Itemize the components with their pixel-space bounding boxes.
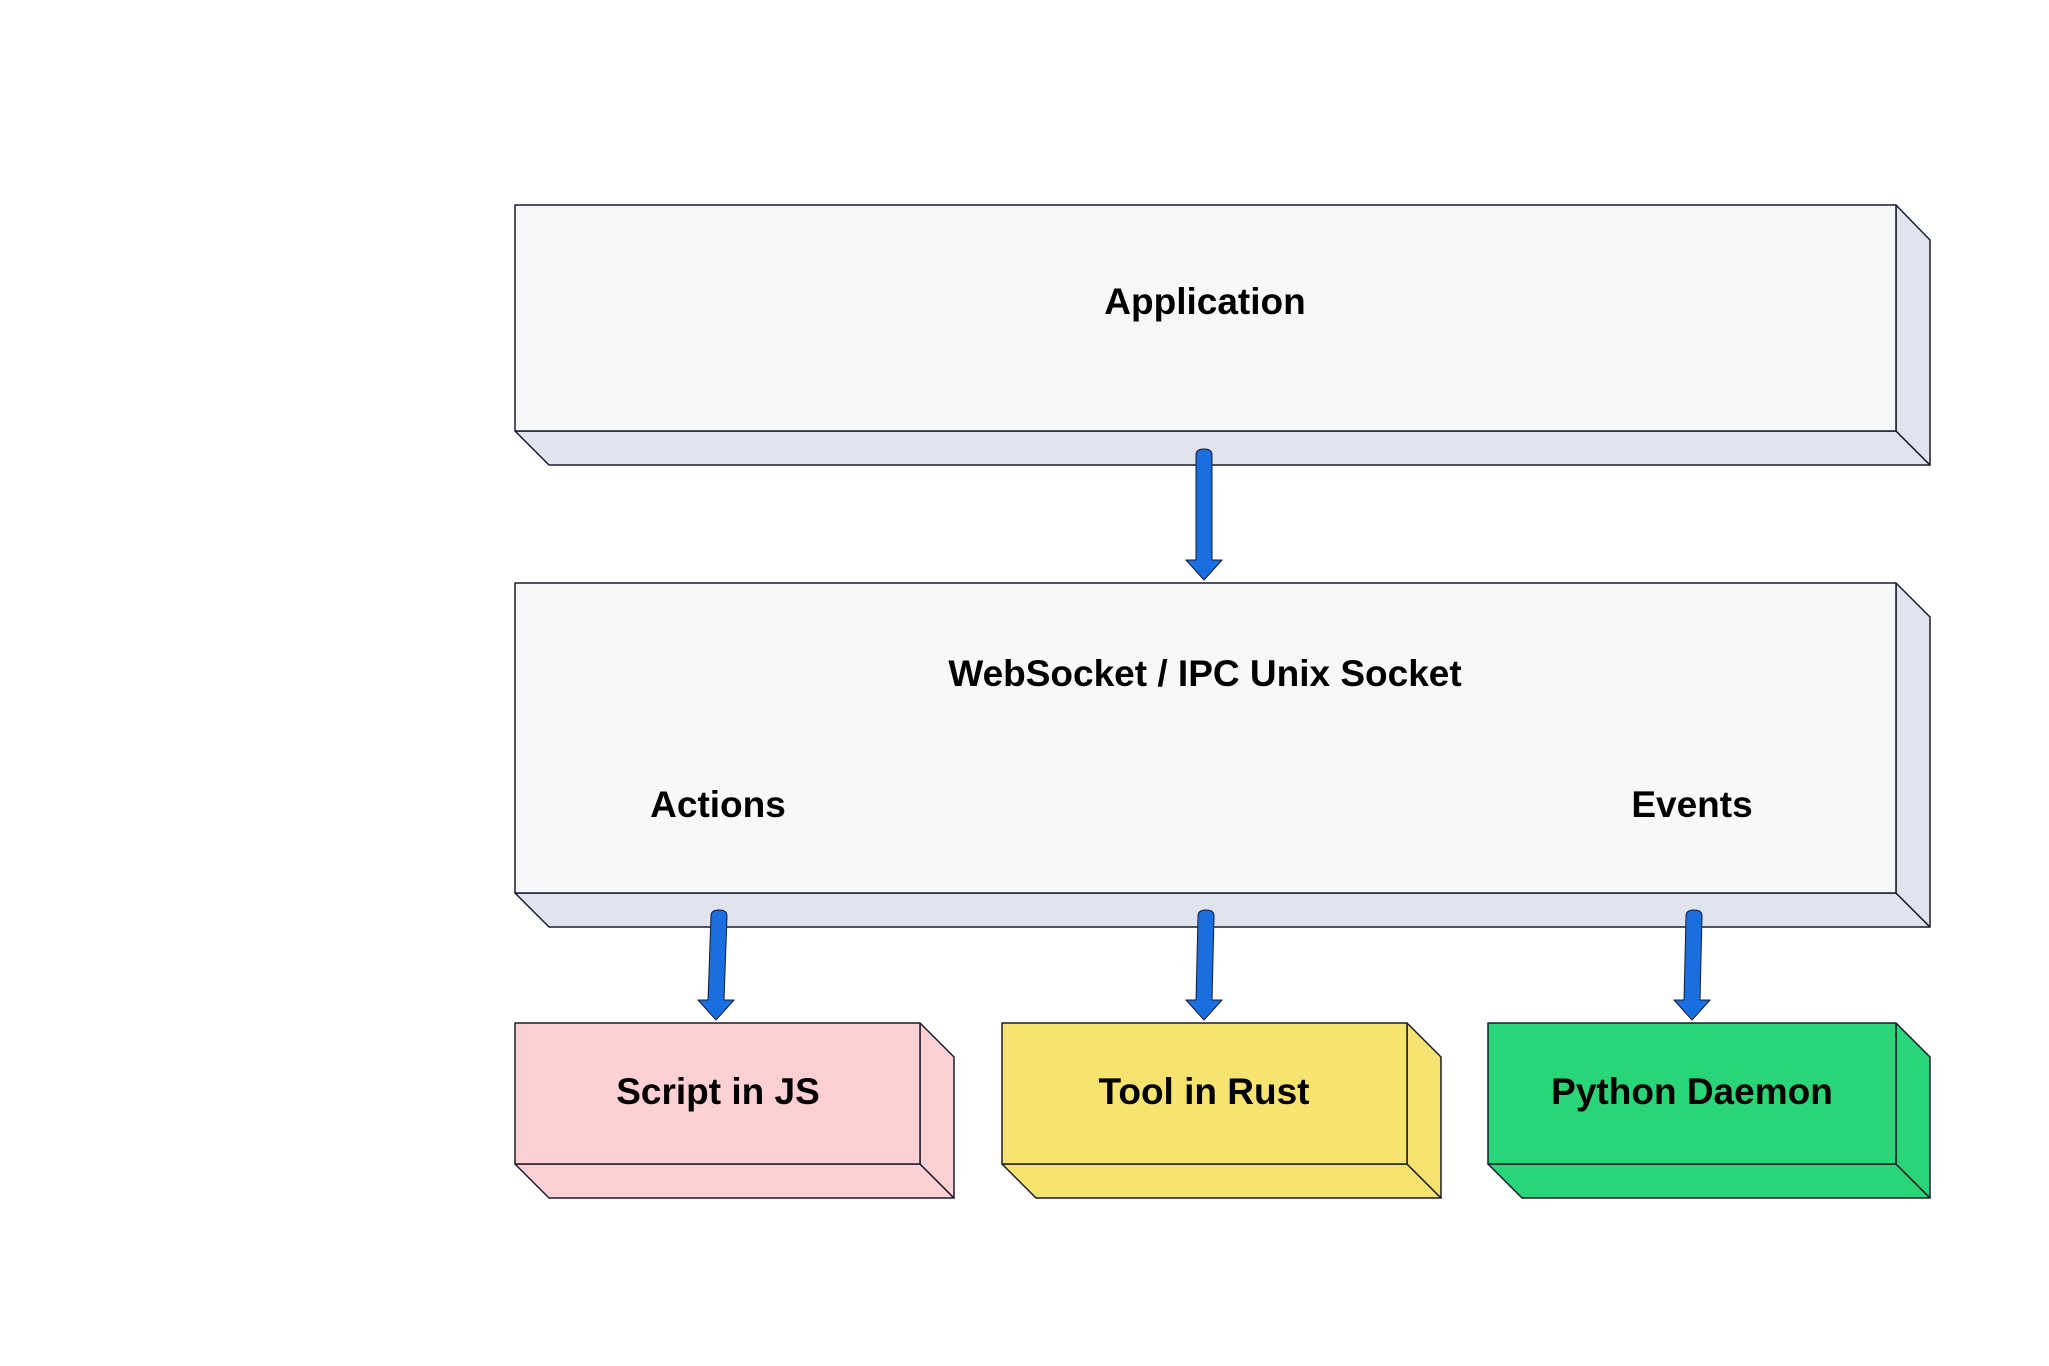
- client-block-front-face: [514, 1022, 921, 1165]
- client-block-bottom-face: [1001, 1163, 1442, 1199]
- client-block-tool-rust: Tool in Rust: [1001, 1022, 1442, 1199]
- arrow-down-icon: [1673, 909, 1711, 1021]
- client-block-front-face: [1001, 1022, 1408, 1165]
- arrow-down-icon: [1185, 448, 1223, 581]
- events-label: Events: [1631, 784, 1752, 825]
- application-block: Application: [514, 204, 1931, 466]
- application-block-side-face: [1895, 204, 1931, 466]
- arrow-down-icon: [697, 909, 735, 1021]
- actions-label: Actions: [650, 784, 786, 825]
- client-block-front-face: [1487, 1022, 1897, 1165]
- arrow-transport-to-script-js: [697, 909, 735, 1021]
- client-block-script-js: Script in JS: [514, 1022, 955, 1199]
- transport-block: WebSocket / IPC Unix Socket Actions Even…: [514, 582, 1931, 928]
- client-label-tool-rust: Tool in Rust: [1099, 1071, 1310, 1112]
- transport-block-front-face: [514, 582, 1897, 894]
- application-block-front-face: [514, 204, 1897, 432]
- client-block-bottom-face: [514, 1163, 955, 1199]
- client-label-python-daemon: Python Daemon: [1551, 1071, 1833, 1112]
- arrow-transport-to-python-daemon: [1673, 909, 1711, 1021]
- application-block-bottom-face: [514, 430, 1931, 466]
- arrow-application-to-transport: [1185, 448, 1223, 581]
- transport-label: WebSocket / IPC Unix Socket: [948, 653, 1461, 694]
- client-label-script-js: Script in JS: [616, 1071, 820, 1112]
- application-label: Application: [1104, 281, 1305, 322]
- arrow-down-icon: [1185, 909, 1223, 1021]
- arrow-transport-to-tool-rust: [1185, 909, 1223, 1021]
- transport-block-side-face: [1895, 582, 1931, 928]
- client-block-python-daemon: Python Daemon: [1487, 1022, 1931, 1199]
- client-block-bottom-face: [1487, 1163, 1931, 1199]
